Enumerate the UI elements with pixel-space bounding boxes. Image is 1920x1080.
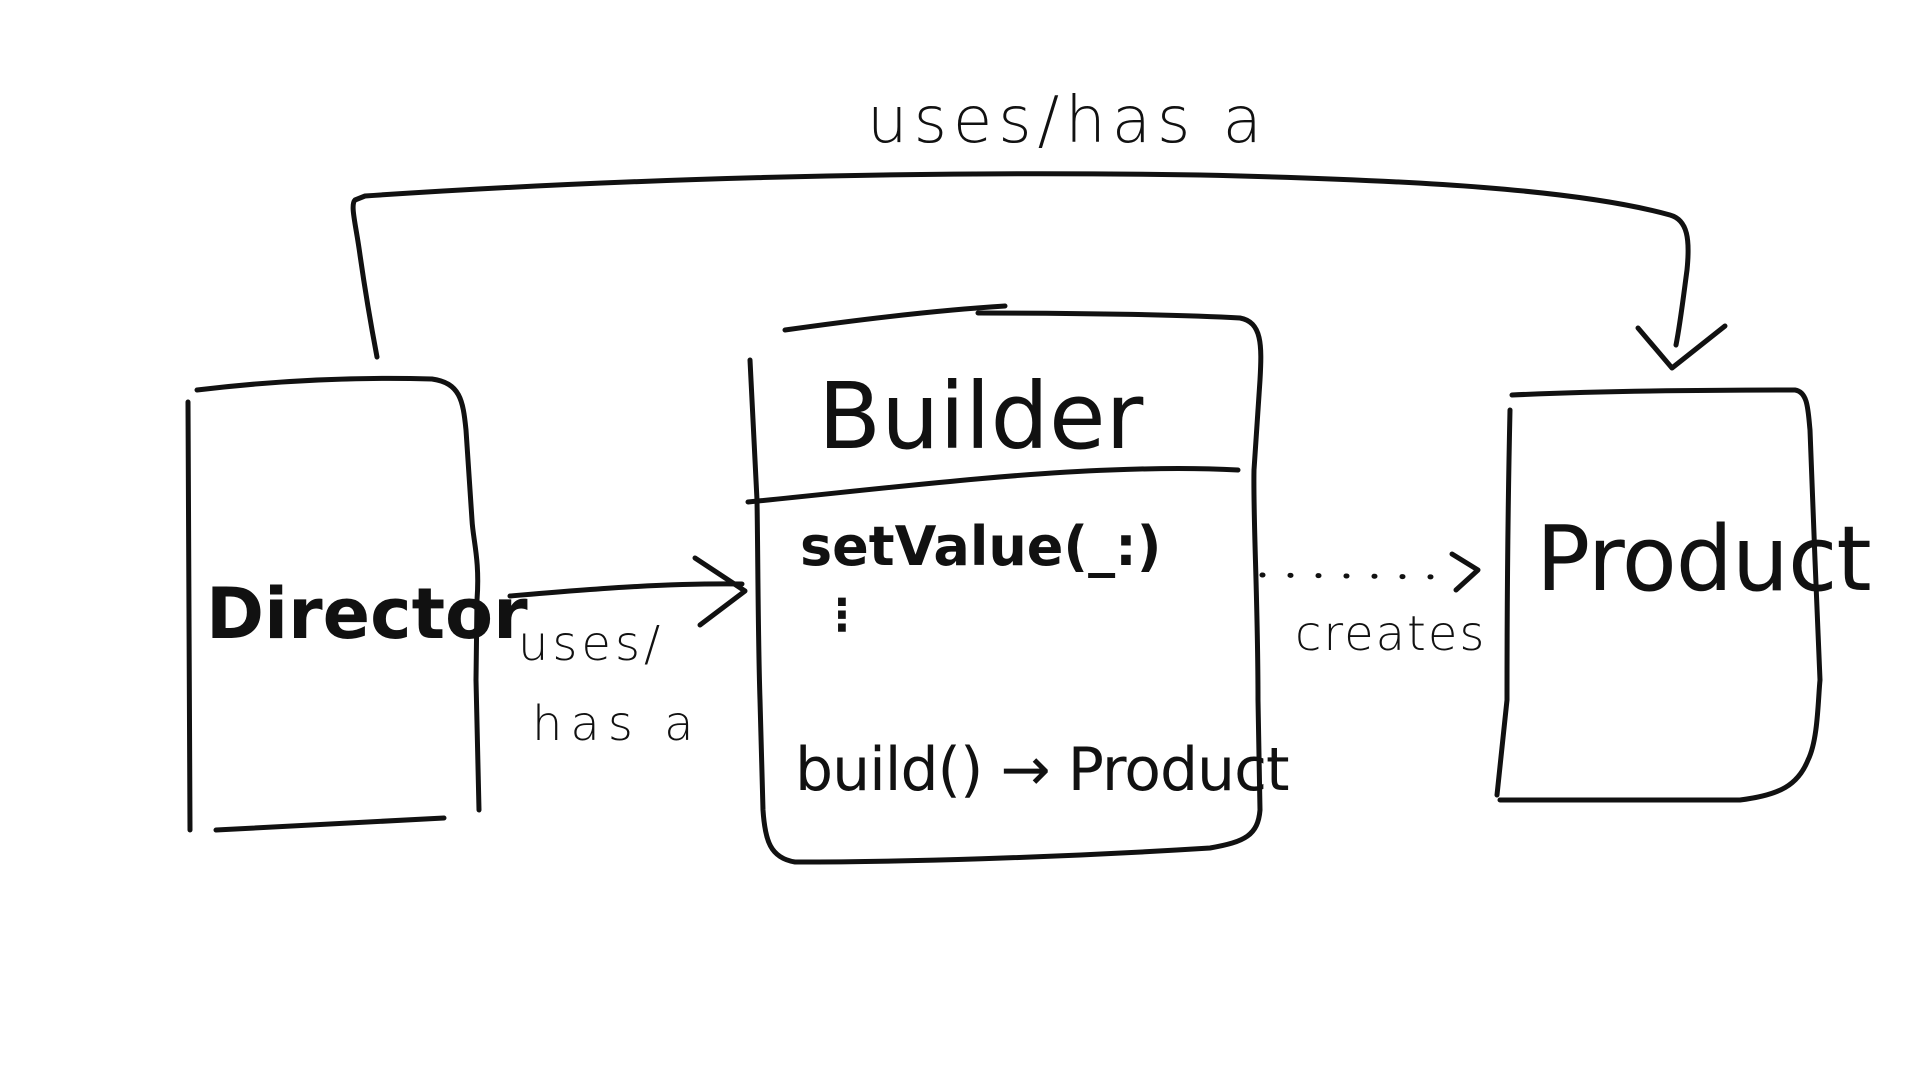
director-box: [185, 375, 482, 833]
creates-arrow-builder-product: [1259, 551, 1481, 593]
director-builder-label-line1: uses/: [518, 616, 664, 672]
top-arrow-label: uses/has a: [867, 84, 1268, 158]
uses-arrow-director-builder: [507, 555, 748, 628]
product-box: [1494, 387, 1823, 803]
director-builder-label: uses/ has a: [518, 616, 702, 752]
builder-method-ellipsis: ⋮: [820, 590, 864, 641]
builder-method-build: build() → Product: [795, 735, 1289, 805]
creates-label: creates: [1295, 606, 1486, 662]
director-builder-label-line2: has a: [532, 696, 702, 752]
product-title: Product: [1536, 507, 1871, 612]
builder-method-set-value: setValue(_:): [800, 515, 1161, 578]
top-uses-connector: [350, 171, 1728, 371]
builder-box: [745, 303, 1264, 865]
director-title: Director: [206, 573, 528, 655]
builder-title: Builder: [818, 363, 1144, 470]
